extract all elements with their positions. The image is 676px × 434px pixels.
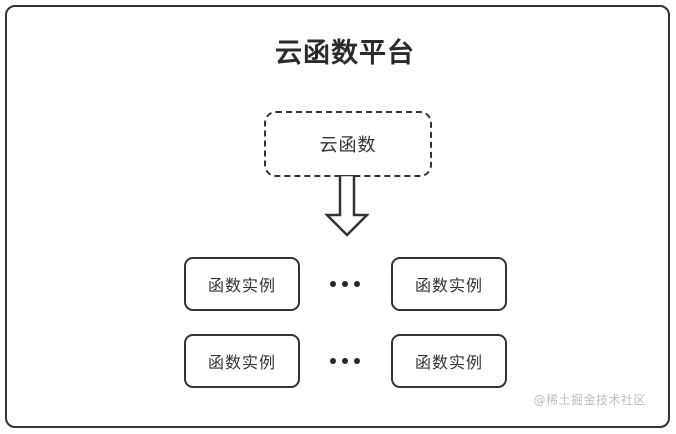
cloud-function-node: 云函数	[264, 111, 432, 177]
function-instance-label: 函数实例	[414, 276, 483, 295]
down-block-arrow-icon	[323, 173, 371, 237]
function-instance-box: 函数实例	[184, 334, 300, 388]
ellipsis-separator	[320, 257, 370, 311]
ellipsis-dot	[330, 281, 336, 287]
ellipsis-dot	[330, 358, 336, 364]
cloud-function-label: 云函数	[319, 135, 377, 156]
cloud-function-platform-container: 云函数平台 云函数 函数实例 函数实例 函数实例	[5, 5, 670, 428]
function-instance-label: 函数实例	[207, 353, 276, 372]
ellipsis-dot	[342, 281, 348, 287]
instance-row: 函数实例 函数实例	[7, 257, 676, 311]
ellipsis-separator	[320, 334, 370, 388]
function-instance-box: 函数实例	[184, 257, 300, 311]
instance-row: 函数实例 函数实例	[7, 334, 676, 388]
watermark: @稀土掘金技术社区	[533, 393, 646, 407]
ellipsis-dot	[342, 358, 348, 364]
ellipsis-dot	[354, 281, 360, 287]
page-title: 云函数平台	[275, 38, 415, 69]
function-instance-label: 函数实例	[414, 353, 483, 372]
function-instance-box: 函数实例	[391, 257, 507, 311]
function-instance-box: 函数实例	[391, 334, 507, 388]
function-instance-label: 函数实例	[207, 276, 276, 295]
ellipsis-dot	[354, 358, 360, 364]
